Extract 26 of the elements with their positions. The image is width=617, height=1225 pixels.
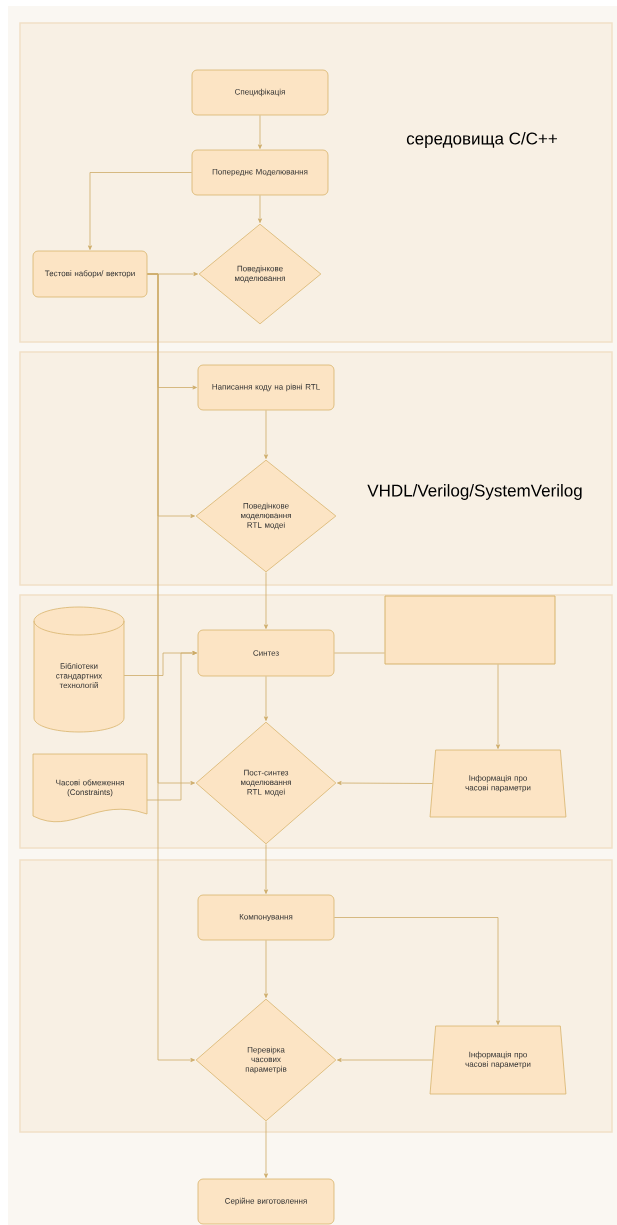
arrow bbox=[258, 195, 262, 223]
process-box: Синтез bbox=[197, 629, 335, 677]
arrow bbox=[334, 917, 500, 1025]
process-box: Попереднє Моделювання bbox=[191, 149, 329, 196]
arrow bbox=[264, 940, 268, 998]
process-box: Написання коду на рівні RTL bbox=[197, 364, 335, 411]
trapezoid-box: Інформація про часові параметри bbox=[429, 749, 567, 818]
process-box: Компонування bbox=[197, 894, 335, 941]
arrow bbox=[264, 844, 268, 894]
process-box: Специфікація bbox=[191, 69, 329, 116]
process-box: Серійне виготовлення bbox=[197, 1178, 335, 1225]
arrow bbox=[264, 572, 268, 629]
arrow bbox=[88, 172, 192, 250]
database-cylinder: Бібліотеки стандартних технологій bbox=[33, 606, 125, 733]
arrow bbox=[264, 410, 268, 459]
tool-box bbox=[384, 595, 556, 665]
arrow bbox=[146, 651, 197, 801]
arrow bbox=[337, 1058, 433, 1062]
arrow bbox=[337, 781, 433, 785]
arrow bbox=[258, 115, 262, 149]
process-box: Тестові набори/ вектори bbox=[32, 250, 148, 298]
arrow bbox=[147, 273, 195, 1062]
arrow bbox=[264, 1121, 268, 1178]
arrow bbox=[264, 676, 268, 721]
arrow bbox=[496, 664, 500, 749]
trapezoid-box: Інформація про часові параметри bbox=[429, 1025, 567, 1095]
